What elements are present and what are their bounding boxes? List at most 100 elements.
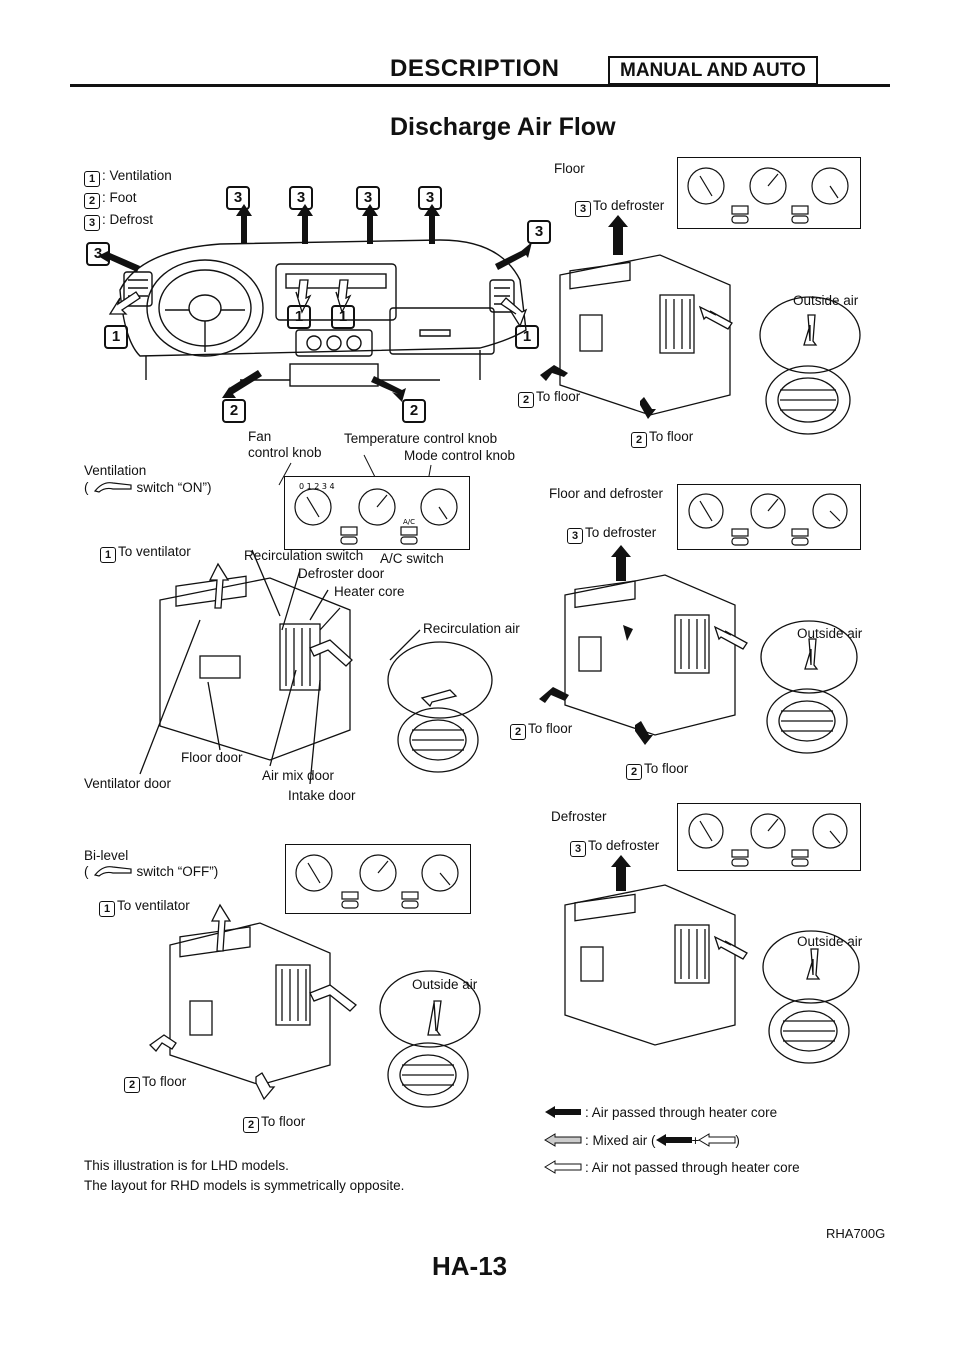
foot-right-label: 2 — [402, 399, 428, 423]
side-defrost-left-label: 3 — [86, 242, 112, 266]
outlet-number: 3 — [356, 186, 380, 210]
outlet-number: 3 — [86, 242, 110, 266]
outlet-number: 3 — [570, 841, 586, 857]
label-text: To ventilator — [118, 544, 191, 559]
label-text: To floor — [261, 1114, 306, 1129]
outlet-number: 3 — [289, 186, 313, 210]
label-text: To floor — [644, 761, 689, 776]
legend-text: : Air not passed through heater core — [585, 1160, 800, 1175]
heater-unit-floor — [540, 215, 861, 435]
outlet-number: 3 — [527, 220, 551, 244]
section-badge: MANUAL AND AUTO — [608, 56, 818, 85]
intake-door-label: Intake door — [288, 788, 356, 803]
paren-open: ( — [84, 480, 89, 495]
bilevel-switch-state: ( switch “OFF”) — [84, 864, 218, 880]
vent-center-label: 1 — [331, 305, 357, 329]
mode-bilevel-title: Bi-level — [84, 848, 129, 863]
outline-arrow-icon — [698, 1133, 736, 1147]
outlet-number: 3 — [575, 201, 591, 217]
defroster-door-label: Defroster door — [298, 566, 385, 581]
note-lhd: This illustration is for LHD models. — [84, 1158, 289, 1173]
side-defrost-right-label: 3 — [527, 220, 553, 244]
defrost-outlet-label: 3 — [226, 186, 252, 210]
defrost-outlet-label: 3 — [418, 186, 444, 210]
mode-floor-title: Floor — [554, 161, 585, 176]
legend-mixed-air: : Mixed air (+) — [544, 1133, 740, 1149]
legend-label: : Foot — [102, 190, 137, 205]
heater-unit-floor-defroster — [539, 545, 858, 754]
legend-foot: 2: Foot — [84, 190, 137, 209]
note-rhd: The layout for RHD models is symmetrical… — [84, 1178, 405, 1193]
legend-ventilation: 1: Ventilation — [84, 168, 172, 187]
filled-arrow-icon — [655, 1134, 692, 1146]
mode-knob-label: Mode control knob — [404, 448, 516, 463]
outlet-number: 3 — [226, 186, 250, 210]
control-knobs-drawing: 0 1 2 3 4 A/C — [294, 482, 458, 545]
outlet-number: 3 — [567, 528, 583, 544]
outlet-number: 1 — [287, 305, 311, 329]
outlet-number: 2 — [518, 392, 534, 408]
mode-defroster-title: Defroster — [551, 809, 607, 824]
label-text: To ventilator — [117, 898, 190, 913]
control-panel-floor — [677, 157, 861, 229]
mode-ventilation-title: Ventilation — [84, 463, 147, 478]
control-knobs-drawing — [295, 854, 459, 909]
recirc-switch-label: Recirculation switch — [244, 548, 364, 563]
heater-unit-ventilation — [139, 549, 493, 785]
paren-open: ( — [84, 864, 89, 879]
outlet-number: 3 — [418, 186, 442, 210]
outlet-number: 1 — [515, 325, 539, 349]
label-text: To defroster — [593, 198, 665, 213]
page-number: HA-13 — [432, 1251, 508, 1281]
fan-knob-label-1: Fan — [248, 429, 272, 444]
foot-left-label: 2 — [222, 399, 248, 423]
filled-arrow-icon — [545, 1106, 581, 1118]
control-panel-ventilation: 0 1 2 3 4 A/C — [284, 476, 470, 550]
outlet-number: 2 — [222, 399, 246, 423]
header-rule — [70, 84, 890, 87]
outline-arrow-icon — [544, 1160, 582, 1174]
label-text: To floor — [649, 429, 694, 444]
ac-mark: A/C — [403, 518, 415, 526]
plus-sign: + — [691, 1133, 700, 1148]
control-panel-floor-defroster — [677, 484, 861, 550]
ventilation-switch-state: (switch “ON”) — [84, 480, 212, 496]
legend-air-passed: : Air passed through heater core — [545, 1105, 777, 1121]
legend-text: : Air passed through heater core — [585, 1105, 778, 1120]
outlet-number: 1 — [99, 901, 115, 917]
fan-knob-label-2: control knob — [248, 445, 322, 460]
control-knobs-drawing — [688, 813, 848, 867]
vent-center-label: 1 — [287, 305, 313, 329]
label-text: switch “OFF”) — [136, 864, 219, 879]
control-panel-bilevel — [285, 844, 471, 914]
dashboard-illustration — [98, 204, 532, 402]
label-text: To floor — [528, 721, 573, 736]
control-knobs-drawing — [688, 493, 848, 546]
legend-label: : Defrost — [102, 212, 154, 227]
outlet-number: 3 — [84, 215, 100, 231]
defrost-outlet-label: 3 — [356, 186, 382, 210]
recirc-air-label: Recirculation air — [423, 621, 520, 636]
outlet-number: 2 — [510, 724, 526, 740]
outlet-number: 2 — [631, 432, 647, 448]
outlet-number: 2 — [124, 1077, 140, 1093]
fan-digits: 0 1 2 3 4 — [299, 482, 335, 491]
legend-text: : Mixed air ( — [585, 1133, 656, 1148]
outlet-number: 2 — [402, 399, 426, 423]
legend-air-not-passed: : Air not passed through heater core — [544, 1160, 800, 1176]
label-text: To floor — [142, 1074, 187, 1089]
outlet-number: 2 — [84, 193, 100, 209]
vent-right-label: 1 — [515, 325, 541, 349]
mode-floor-defroster-title: Floor and defroster — [549, 486, 664, 501]
